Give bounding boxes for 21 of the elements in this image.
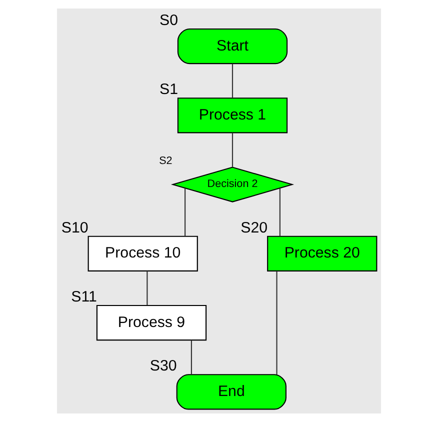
node-box: End	[176, 374, 286, 410]
connector	[279, 188, 280, 236]
node-label: S30	[150, 358, 177, 375]
connector	[184, 188, 186, 236]
node-label: S0	[160, 12, 178, 29]
node-box: Process 1	[177, 98, 288, 134]
node-box: Process 20	[267, 236, 378, 272]
connector	[232, 64, 234, 98]
connector	[190, 340, 192, 374]
node-box: Start	[177, 28, 288, 64]
connector	[276, 271, 278, 375]
node-label: S10	[61, 219, 88, 236]
connector	[146, 271, 148, 306]
node-box: Process 9	[96, 304, 207, 341]
node-diamond: Decision 2	[170, 166, 294, 202]
connector	[232, 132, 234, 167]
node-label: S20	[240, 219, 268, 236]
node-label: S1	[160, 81, 178, 98]
node-box: Process 10	[88, 236, 198, 272]
node-label: S11	[71, 288, 97, 306]
node-label: S2	[159, 155, 172, 168]
